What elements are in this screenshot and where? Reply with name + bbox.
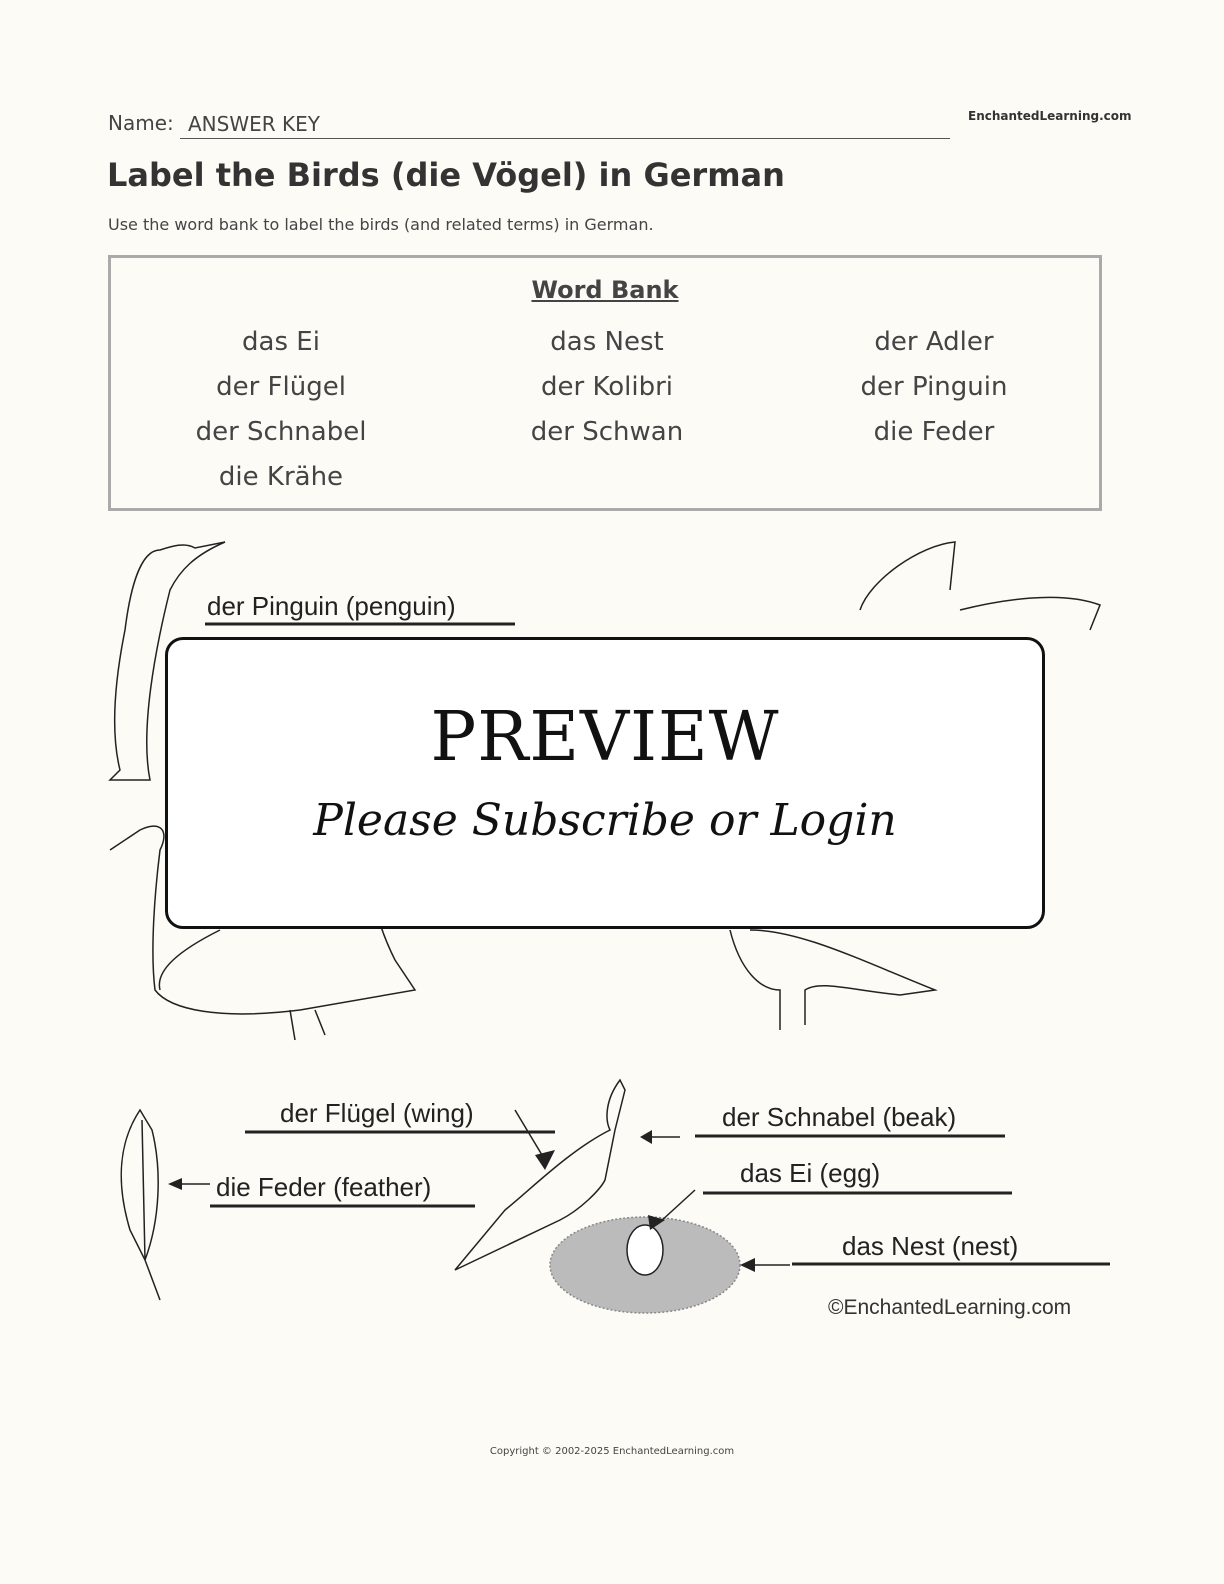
label-nest: das Nest (nest) [842,1231,1018,1261]
preview-overlay[interactable]: PREVIEW Please Subscribe or Login [165,637,1045,929]
word-bank-item: der Kolibri [541,372,673,402]
word-bank-item: der Adler [874,327,994,357]
page-title: Label the Birds (die Vögel) in German [107,156,785,194]
label-feather: die Feder (feather) [216,1172,431,1202]
name-value: ANSWER KEY [188,112,320,136]
preview-title: PREVIEW [430,698,780,777]
footer-copyright: Copyright © 2002-2025 EnchantedLearning.… [489,1446,735,1457]
illustration-credit: ©EnchantedLearning.com [828,1296,1071,1319]
label-wing: der Flügel (wing) [280,1098,474,1128]
word-bank-item: die Feder [873,417,995,447]
penguin-drawing [108,541,226,781]
bird-illustration: der Pinguin (penguin) der Flügel (wing) … [108,541,1110,1319]
word-bank-column: das Nest der Kolibri der Schwan [442,320,772,455]
label-egg: das Ei (egg) [740,1158,880,1188]
word-bank-item: die Krähe [218,462,344,492]
instructions: Use the word bank to label the birds (an… [108,215,654,234]
word-bank: Word Bank das Ei der Flügel der Schnabel… [108,255,1102,511]
swan-feet [289,1009,326,1041]
word-bank-item: der Pinguin [860,372,1008,402]
swan-drawing [109,825,417,1015]
word-bank-item: der Schwan [530,417,684,447]
word-bank-item: der Schnabel [195,417,367,447]
word-bank-title: Word Bank [531,276,679,304]
feather-drawing [120,1108,161,1301]
subscribe-login-message[interactable]: Please Subscribe or Login [313,795,897,846]
eagle-drawing [729,541,1101,1030]
word-bank-item: der Flügel [216,372,346,402]
word-bank-column: das Ei der Flügel der Schnabel die Krähe [116,320,446,500]
word-bank-item: das Ei [242,327,320,357]
site-logo: EnchantedLearning.com [968,109,1132,123]
label-penguin: der Pinguin (penguin) [207,591,456,621]
egg-drawing [626,1224,664,1276]
name-label: Name: [108,111,174,135]
word-bank-column: der Adler der Pinguin die Feder [769,320,1099,455]
name-line [180,138,950,139]
cardinal-drawing [454,1078,626,1271]
word-bank-item: das Nest [550,327,664,357]
label-beak: der Schnabel (beak) [722,1102,956,1132]
